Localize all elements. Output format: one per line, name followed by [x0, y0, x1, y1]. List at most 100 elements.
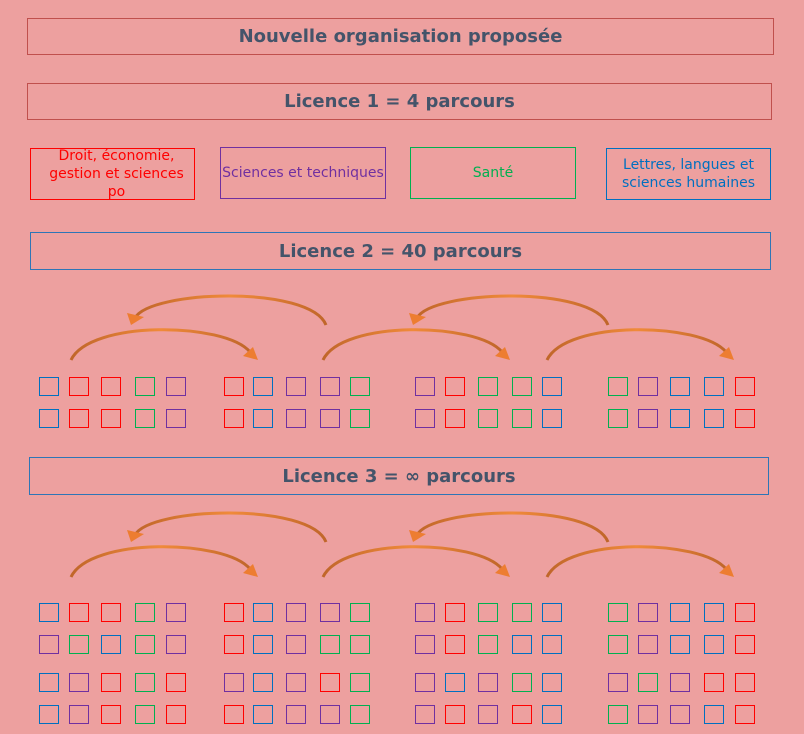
licence2-parcours-square — [135, 409, 155, 428]
licence3-parcours-square — [608, 705, 628, 724]
licence3-parcours-square — [69, 673, 89, 692]
licence3-parcours-square — [512, 635, 532, 654]
licence3-parcours-square — [224, 705, 244, 724]
licence3-parcours-square — [445, 635, 465, 654]
licence3-parcours-square — [704, 635, 724, 654]
curved-arrow-icon — [545, 545, 728, 578]
licence3-parcours-square — [512, 603, 532, 622]
licence3-parcours-square — [101, 635, 121, 654]
licence3-parcours-square — [224, 673, 244, 692]
licence2-parcours-square — [415, 377, 435, 396]
licence2-parcours-square — [69, 409, 89, 428]
arrowhead-icon — [719, 347, 734, 360]
licence2-parcours-square — [608, 409, 628, 428]
licence2-parcours-square — [166, 377, 186, 396]
licence3-parcours-square — [638, 673, 658, 692]
licence3-parcours-square — [350, 673, 370, 692]
licence3-parcours-square — [166, 705, 186, 724]
arrowhead-icon — [495, 564, 510, 577]
licence2-parcours-square — [224, 377, 244, 396]
licence2-title: Licence 2 = 40 parcours — [30, 232, 771, 270]
licence3-parcours-square — [286, 673, 306, 692]
licence2-parcours-square — [350, 377, 370, 396]
licence3-title: Licence 3 = ∞ parcours — [29, 457, 769, 495]
licence2-parcours-square — [39, 409, 59, 428]
licence3-parcours-square — [101, 705, 121, 724]
licence2-parcours-square — [670, 377, 690, 396]
licence2-parcours-square — [704, 409, 724, 428]
licence3-parcours-square — [415, 635, 435, 654]
licence3-parcours-square — [608, 603, 628, 622]
licence3-parcours-square — [415, 603, 435, 622]
licence3-parcours-square — [608, 673, 628, 692]
curved-arrow-icon — [69, 328, 252, 361]
licence3-parcours-square — [135, 603, 155, 622]
licence3-parcours-square — [39, 603, 59, 622]
licence2-parcours-square — [512, 409, 532, 428]
arrowhead-icon — [409, 313, 426, 325]
licence3-parcours-square — [39, 705, 59, 724]
licence3-parcours-square — [320, 603, 340, 622]
licence3-parcours-square — [286, 705, 306, 724]
licence1-title: Licence 1 = 4 parcours — [27, 83, 772, 120]
curved-arrow-icon — [321, 545, 504, 578]
licence3-parcours-square — [286, 603, 306, 622]
licence3-parcours-square — [224, 635, 244, 654]
licence3-parcours-square — [445, 603, 465, 622]
main-title: Nouvelle organisation proposée — [27, 18, 774, 55]
licence3-parcours-square — [253, 673, 273, 692]
curved-arrow-icon — [415, 511, 610, 543]
licence2-parcours-square — [478, 377, 498, 396]
arrowhead-icon — [495, 347, 510, 360]
licence3-parcours-square — [253, 705, 273, 724]
licence3-parcours-square — [350, 705, 370, 724]
licence3-parcours-square — [253, 603, 273, 622]
licence3-parcours-square — [166, 603, 186, 622]
category-lettres: Lettres, langues et sciences humaines — [606, 148, 771, 200]
licence2-parcours-square — [69, 377, 89, 396]
licence3-parcours-square — [39, 635, 59, 654]
curved-arrow-icon — [545, 328, 728, 361]
licence2-parcours-square — [101, 377, 121, 396]
licence3-parcours-square — [69, 603, 89, 622]
curved-arrow-icon — [133, 294, 328, 326]
licence3-parcours-square — [704, 705, 724, 724]
licence3-parcours-square — [135, 673, 155, 692]
curved-arrow-icon — [133, 511, 328, 543]
licence2-parcours-square — [542, 377, 562, 396]
licence2-parcours-square — [320, 377, 340, 396]
licence2-parcours-square — [286, 377, 306, 396]
licence3-parcours-square — [69, 635, 89, 654]
licence3-parcours-square — [638, 705, 658, 724]
licence2-parcours-square — [286, 409, 306, 428]
licence2-parcours-square — [224, 409, 244, 428]
licence3-parcours-square — [608, 635, 628, 654]
licence3-parcours-square — [253, 635, 273, 654]
licence3-parcours-square — [735, 705, 755, 724]
licence3-parcours-square — [478, 705, 498, 724]
licence2-parcours-square — [445, 409, 465, 428]
licence3-parcours-square — [638, 603, 658, 622]
licence2-parcours-square — [512, 377, 532, 396]
licence3-parcours-square — [350, 635, 370, 654]
licence3-parcours-square — [166, 673, 186, 692]
category-sciences: Sciences et techniques — [220, 147, 386, 199]
licence2-parcours-square — [253, 377, 273, 396]
licence2-parcours-square — [101, 409, 121, 428]
curved-arrow-icon — [415, 294, 610, 326]
licence3-parcours-square — [542, 705, 562, 724]
licence3-parcours-square — [735, 635, 755, 654]
licence3-parcours-square — [735, 603, 755, 622]
licence2-arrows — [69, 294, 734, 361]
category-sante: Santé — [410, 147, 576, 199]
licence3-parcours-square — [286, 635, 306, 654]
licence3-parcours-square — [542, 635, 562, 654]
licence3-parcours-square — [670, 635, 690, 654]
licence2-parcours-square — [638, 377, 658, 396]
licence3-parcours-square — [735, 673, 755, 692]
arrowhead-icon — [409, 530, 426, 542]
licence3-parcours-square — [478, 673, 498, 692]
licence3-parcours-square — [135, 635, 155, 654]
licence2-parcours-square — [704, 377, 724, 396]
